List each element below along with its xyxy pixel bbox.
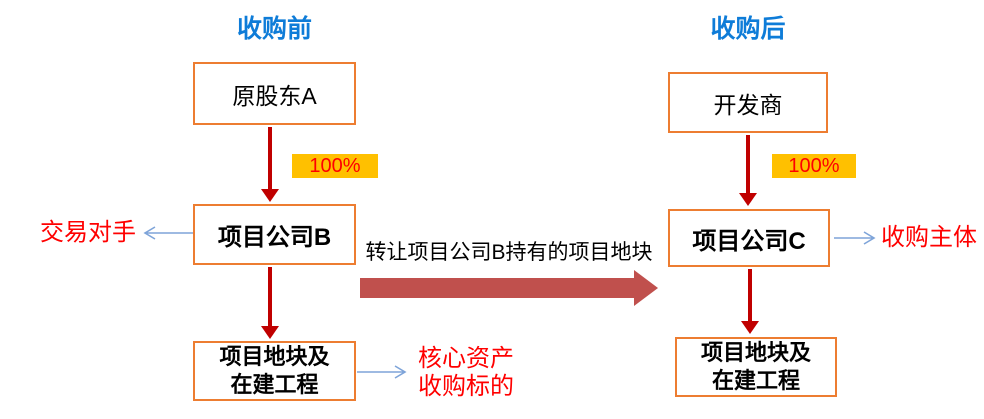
project-land-line2: 在建工程 <box>230 372 319 397</box>
original-shareholder-a-label: 原股东A <box>232 82 317 109</box>
right-arrow-icon <box>834 230 878 246</box>
transfer-arrow-body <box>360 278 636 298</box>
right-arrow-icon <box>357 364 409 380</box>
after-acquisition-header: 收购后 <box>710 15 786 43</box>
project-company-b-box: 项目公司B <box>193 204 356 265</box>
project-land-line1: 项目地块及 <box>700 340 811 365</box>
counterparty-note: 交易对手 <box>40 219 136 246</box>
original-shareholder-a-box: 原股东A <box>193 62 356 125</box>
acquirer-note: 收购主体 <box>881 224 977 251</box>
down-arrow-icon <box>261 326 279 339</box>
project-company-b-label: 项目公司B <box>217 224 332 251</box>
transfer-description: 转让项目公司B持有的项目地块 <box>365 241 653 264</box>
ownership-percent-badge-left: 100% <box>292 154 378 178</box>
down-arrow-line <box>748 269 752 321</box>
core-asset-note-line2: 收购标的 <box>418 373 514 400</box>
project-land-box-right: 项目地块及 在建工程 <box>675 337 837 397</box>
project-land-box-left: 项目地块及 在建工程 <box>193 341 356 401</box>
before-acquisition-header: 收购前 <box>236 15 312 43</box>
down-arrow-icon <box>741 321 759 334</box>
left-arrow-icon <box>141 225 193 241</box>
core-asset-note: 核心资产 收购标的 <box>414 345 518 401</box>
down-arrow-icon <box>739 193 757 206</box>
project-company-c-label: 项目公司C <box>692 227 806 255</box>
developer-label: 开发商 <box>713 91 783 118</box>
developer-box: 开发商 <box>668 72 828 133</box>
ownership-percent-badge-right: 100% <box>772 154 856 178</box>
project-company-c-box: 项目公司C <box>668 209 830 267</box>
transfer-arrow-icon <box>634 270 658 306</box>
down-arrow-line <box>746 135 750 193</box>
down-arrow-icon <box>261 189 279 202</box>
core-asset-note-line1: 核心资产 <box>418 345 514 372</box>
project-land-line1: 项目地块及 <box>219 344 330 369</box>
down-arrow-line <box>268 127 272 189</box>
down-arrow-line <box>268 267 272 326</box>
project-land-line2: 在建工程 <box>711 368 800 393</box>
